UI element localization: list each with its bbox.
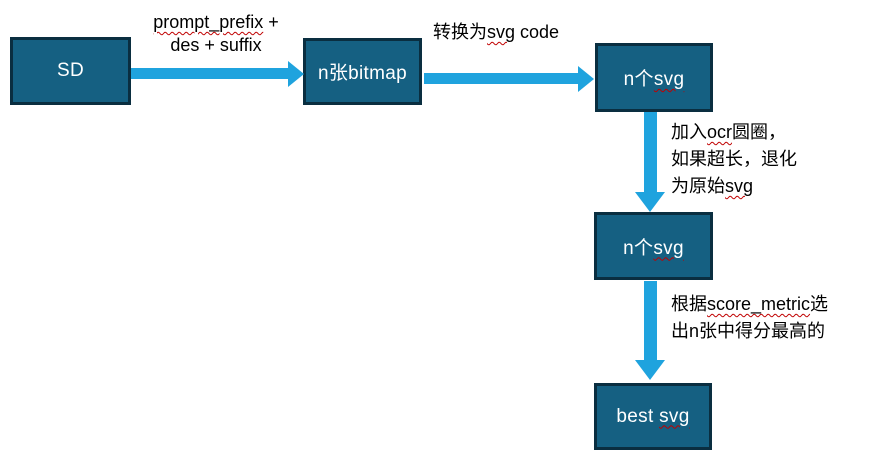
flow-box-best-svg: best svg (594, 383, 712, 450)
text-line: n个svg (623, 237, 684, 259)
text-line: 为原始svg (671, 176, 754, 196)
text-line: best svg (616, 405, 690, 427)
flow-box-n-svg-2: n个svg (594, 212, 713, 280)
arrow-head-icon (288, 61, 304, 87)
arrow-shaft (644, 281, 657, 361)
text-line: n个svg (623, 69, 685, 90)
arrow-shaft (131, 68, 288, 79)
arrow-shaft (644, 112, 657, 193)
text-line: 转换为svg code (433, 22, 560, 42)
arrow-head-icon (578, 66, 594, 92)
flow-box-n-svg-1: n个svg (595, 43, 713, 112)
text-line: 出n张中得分最高的 (671, 321, 826, 341)
text-line: SD (57, 60, 84, 81)
arrow-head-icon (635, 192, 665, 212)
edge-label-prompt-prefix: prompt_prefix + des + suffix (140, 11, 292, 57)
edge-label-add-ocr-circle: 加入ocr圆圈， 如果超长，退化为原始svg (671, 119, 797, 200)
text-line: 加入ocr圆圈， (671, 122, 787, 142)
text-line: 根据score_metric选 (671, 294, 829, 314)
flow-box-n-bitmap: n张bitmap (303, 38, 422, 105)
flow-box-sd: SD (10, 37, 131, 105)
edge-label-score-metric: 根据score_metric选出n张中得分最高的 (671, 291, 828, 345)
text-line: n张bitmap (318, 63, 407, 84)
arrow-head-icon (635, 360, 665, 380)
edge-label-convert-to-svg: 转换为svg code (433, 20, 559, 44)
arrow-shaft (424, 73, 579, 84)
text-line: des + suffix (170, 35, 262, 55)
text-line: prompt_prefix + (153, 12, 279, 32)
text-line: 如果超长，退化 (671, 149, 797, 169)
